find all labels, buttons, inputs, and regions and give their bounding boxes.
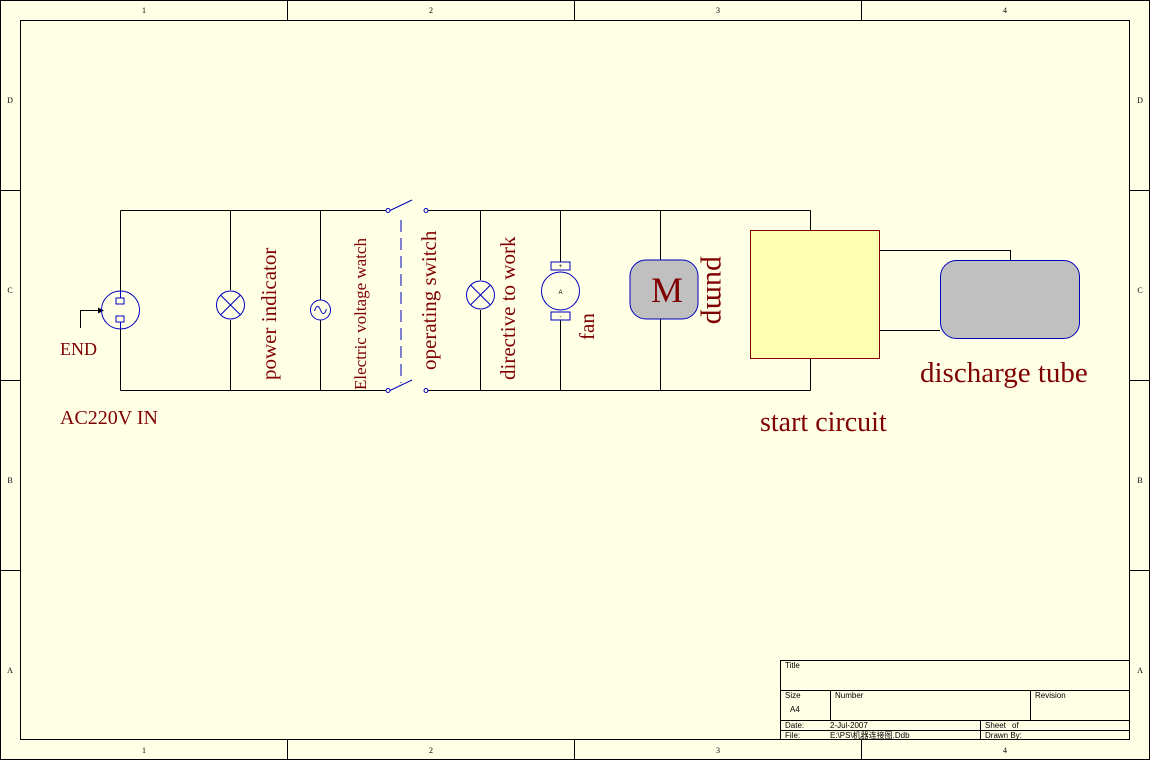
- date-label: Date:: [785, 721, 804, 730]
- zone-row-label: C: [7, 286, 12, 295]
- title-block: [780, 660, 1130, 740]
- zone-col-label: 4: [1003, 6, 1007, 15]
- zone-col-label: 1: [142, 746, 146, 755]
- pump-motor-box: [629, 259, 699, 320]
- fan-plus-sign: +: [559, 264, 563, 270]
- zone-row-label: B: [1137, 476, 1142, 485]
- size-label: Size: [785, 691, 801, 700]
- zone-row-label: D: [7, 96, 13, 105]
- power-indicator-label: power indicator: [257, 248, 281, 380]
- start-circuit-label: start circuit: [760, 407, 887, 438]
- zone-col-label: 1: [142, 6, 146, 15]
- discharge-tube-box: [940, 260, 1080, 339]
- ac-socket-symbol: [101, 290, 140, 330]
- operating-switch-label: operating switch: [417, 230, 441, 370]
- zone-col-label: 4: [1003, 746, 1007, 755]
- title-label: Title: [785, 661, 800, 670]
- operating-switch-symbol: [385, 199, 429, 393]
- zone-row-label: D: [1137, 96, 1143, 105]
- zone-row-label: A: [1137, 666, 1143, 675]
- zone-row-label: B: [7, 476, 12, 485]
- ac-input-label: AC220V IN: [60, 407, 158, 429]
- drawn-by-label: Drawn By:: [985, 731, 1022, 740]
- directive-label: directive to work: [496, 236, 520, 380]
- power-indicator-lamp: [216, 290, 245, 320]
- start-circuit-box: [750, 230, 880, 359]
- voltage-watch-label: Electric voltage watch: [351, 238, 370, 390]
- fan-meter-letter: A: [558, 290, 562, 296]
- fan-motor-symbol: [541, 261, 580, 321]
- file-value: E:\PS\机器连接图.Ddb: [830, 730, 910, 740]
- directive-lamp: [466, 280, 495, 310]
- wiring: [80, 210, 1011, 391]
- end-arrow-head: [98, 307, 104, 314]
- fan-label: fan: [575, 313, 599, 340]
- end-label: END: [60, 339, 97, 359]
- zone-col-label: 2: [429, 6, 433, 15]
- size-value: A4: [790, 705, 800, 714]
- zone-col-label: 2: [429, 746, 433, 755]
- zone-col-label: 3: [716, 6, 720, 15]
- fan-minus-sign: -: [560, 314, 562, 320]
- zone-col-label: 3: [716, 746, 720, 755]
- pump-motor-letter: M: [651, 270, 683, 310]
- inner-frame: [20, 20, 1130, 740]
- zone-row-label: A: [7, 666, 13, 675]
- voltage-meter-symbol: [310, 299, 331, 321]
- date-value: 2-Jul-2007: [830, 721, 868, 730]
- number-label: Number: [835, 691, 864, 700]
- zone-labels: 1 2 3 4 1 2 3 4 D C B A D C B A: [7, 6, 1143, 755]
- discharge-tube-label: discharge tube: [920, 357, 1088, 389]
- zone-row-label: C: [1137, 286, 1142, 295]
- sheet-label: Sheet: [985, 721, 1007, 730]
- pump-label: pump: [700, 256, 733, 324]
- file-label: File:: [785, 731, 800, 740]
- revision-label: Revision: [1035, 691, 1066, 700]
- sheet-of-label: of: [1012, 721, 1019, 730]
